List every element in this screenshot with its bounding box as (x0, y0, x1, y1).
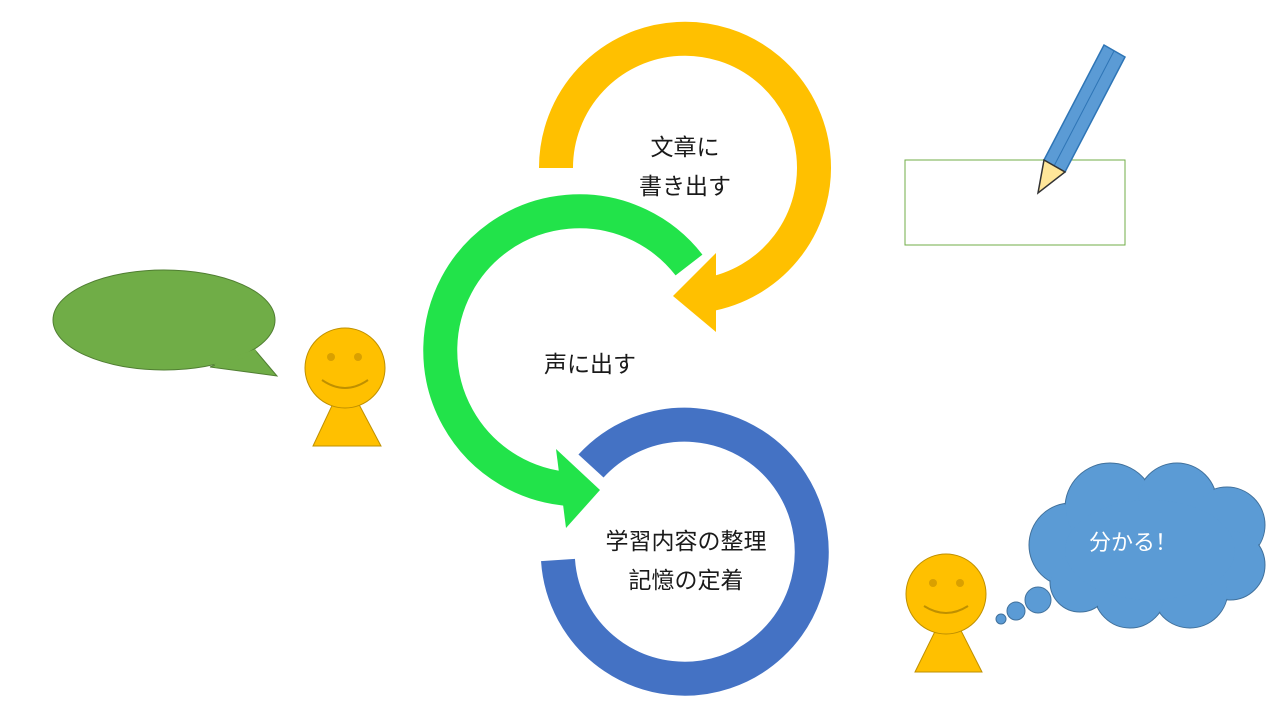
person-speaking-icon (304, 327, 386, 447)
learn-cycle-ring (541, 407, 829, 696)
person-body (914, 603, 983, 673)
pencil-tip (1036, 158, 1067, 195)
speak-arrowhead (556, 449, 600, 528)
note-box (904, 159, 1126, 246)
write-cycle-arrow (539, 21, 831, 332)
write-arc (539, 21, 831, 312)
writing-note-box (904, 159, 1126, 246)
write-arrowhead (673, 253, 716, 332)
learn-label-line2: 記憶の定着 (629, 568, 744, 594)
speak-cycle-arrow (423, 194, 703, 528)
pencil-icon (1036, 43, 1126, 195)
write-label-line2: 書き出す (639, 174, 731, 200)
thought-cloud: 分かる！ (995, 462, 1266, 629)
learn-arc (541, 407, 829, 696)
speak-arc (423, 194, 703, 506)
person-understanding-icon (905, 553, 987, 673)
thought-dot-medium (1006, 601, 1026, 621)
speech-bubble (52, 269, 279, 377)
person-head (304, 327, 386, 409)
person-head (905, 553, 987, 635)
speak-label: 声に出す (544, 352, 636, 378)
learn-label-line1: 学習内容の整理 (606, 529, 767, 555)
thought-dot-small (995, 613, 1007, 625)
thought-dot-large (1024, 586, 1052, 614)
thought-text: 分かる！ (1089, 531, 1177, 556)
person-body (312, 376, 382, 447)
write-label-line1: 文章に (651, 135, 720, 161)
